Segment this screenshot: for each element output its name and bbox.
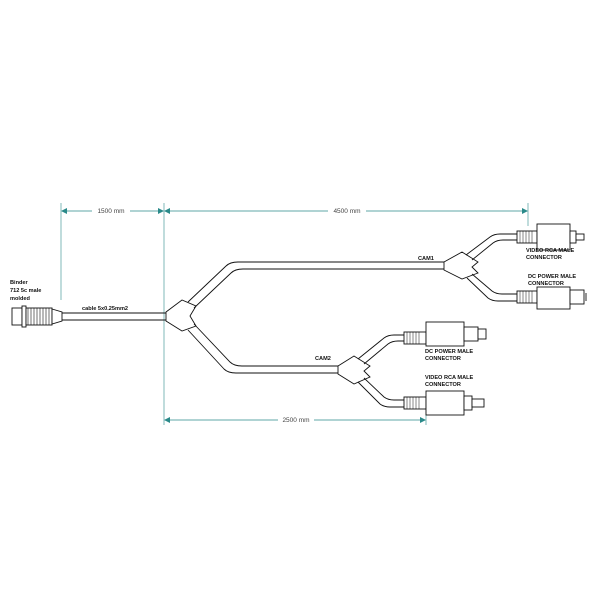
cam2-video-label-line1: VIDEO RCA MALE — [425, 375, 474, 381]
cam1-power-label-line1: DC POWER MALE — [528, 274, 576, 280]
dimension-4500-label: 4500 mm — [333, 208, 360, 215]
binder-label-line1: Binder — [10, 280, 29, 286]
cam1-power-cable — [466, 273, 517, 302]
cam2-splitter — [337, 355, 371, 385]
cam1-video-label-line1: VIDEO RCA MALE — [526, 248, 575, 254]
cam2-video-rca-connector — [403, 390, 485, 416]
cam1-video-label-line2: CONNECTOR — [526, 255, 562, 261]
cam2-video-label-line2: CONNECTOR — [425, 382, 461, 388]
cam2-power-cable — [357, 334, 404, 365]
cam2-dc-power-connector — [403, 321, 487, 347]
cam2-cable — [187, 323, 342, 374]
cam1-label: CAM1 — [418, 256, 434, 262]
binder-label-line3: molded — [10, 296, 30, 302]
main-cable — [62, 312, 166, 321]
binder-connector — [11, 305, 63, 328]
cam2-video-cable — [357, 377, 404, 408]
cable-label: cable 5x0.25mm2 — [82, 306, 128, 312]
dimension-1500-label: 1500 mm — [97, 208, 124, 215]
cam2-power-label-line1: DC POWER MALE — [425, 349, 473, 355]
cam1-cable — [187, 261, 448, 309]
cam1-dc-power-connector — [516, 286, 587, 310]
cam1-splitter — [443, 251, 479, 280]
cam1-video-rca-connector — [516, 223, 585, 251]
main-splitter — [165, 299, 197, 332]
dimension-2500-label: 2500 mm — [282, 417, 309, 424]
cam2-label: CAM2 — [315, 356, 331, 362]
cam2-power-label-line2: CONNECTOR — [425, 356, 461, 362]
cam1-power-label-line2: CONNECTOR — [528, 281, 564, 287]
dimension-lines: 1500 mm 4500 mm 2500 mm — [60, 203, 529, 425]
cam1-video-cable — [465, 233, 517, 261]
binder-label-line2: 712 5c male — [10, 288, 41, 294]
